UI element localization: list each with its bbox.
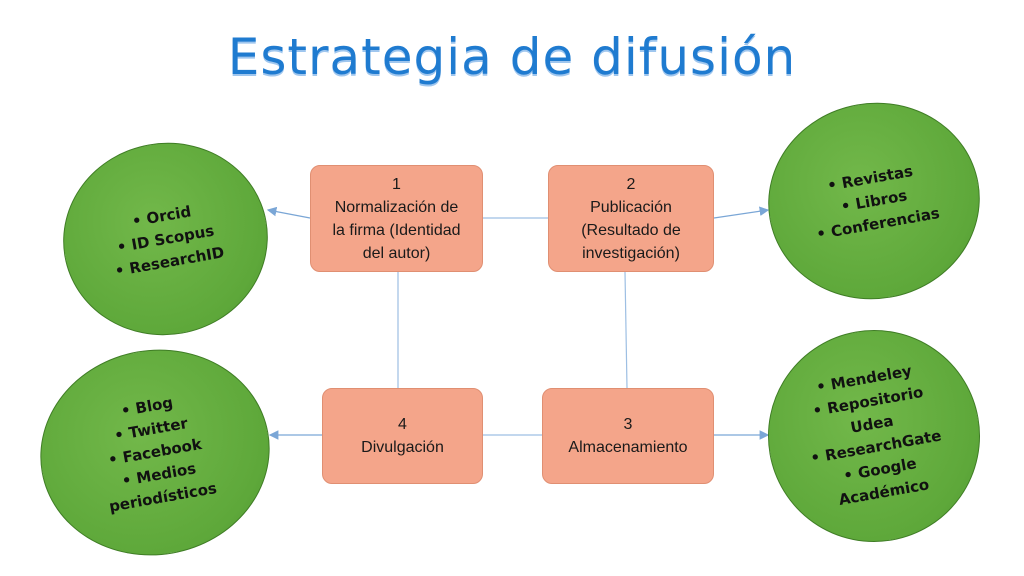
almacenamiento-list: Mendeley Repositorio Udea ResearchGate G… bbox=[797, 357, 951, 516]
box-line: Publicación bbox=[590, 198, 672, 216]
box-number: 3 bbox=[623, 416, 633, 433]
box-divulgacion: 4 Divulgación bbox=[322, 388, 483, 484]
box-number: 2 bbox=[626, 175, 636, 193]
box-line: (Resultado de bbox=[581, 221, 681, 239]
publicacion-list: Revistas Libros Conferencias bbox=[807, 156, 942, 246]
box-line: la firma (Identidad bbox=[332, 221, 461, 239]
divulgacion-list: Blog Twitter Facebook Medios periodístic… bbox=[91, 386, 218, 518]
box-line: investigación) bbox=[582, 244, 680, 262]
arrow-to-circle-1 bbox=[266, 206, 311, 219]
arrow-to-circle-2 bbox=[713, 206, 770, 219]
page-title: Estrategia de difusión bbox=[227, 28, 797, 86]
box-normalizacion: 1 Normalización de la firma (Identidad d… bbox=[310, 165, 483, 272]
box-line: Normalización de bbox=[334, 198, 459, 216]
identidad-list: Orcid ID Scopus ResearchID bbox=[105, 195, 226, 282]
box-line: del autor) bbox=[362, 244, 431, 262]
connector-2-3 bbox=[624, 271, 628, 389]
box-line: Divulgación bbox=[361, 439, 444, 456]
box-line: Almacenamiento bbox=[568, 439, 688, 456]
box-almacenamiento: 3 Almacenamiento bbox=[542, 388, 714, 484]
box-publicacion: 2 Publicación (Resultado de investigació… bbox=[548, 165, 714, 272]
box-number: 4 bbox=[398, 416, 407, 433]
box-number: 1 bbox=[392, 175, 401, 193]
